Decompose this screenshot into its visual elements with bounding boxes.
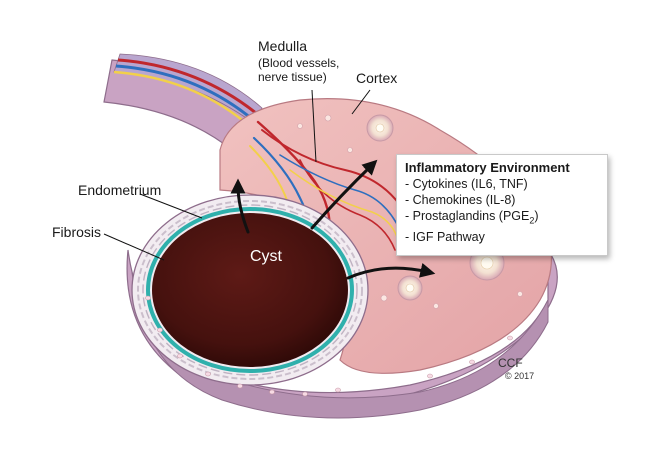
medulla-label: Medulla: [258, 38, 308, 54]
medulla-pointer: [311, 89, 317, 163]
ligament-nerve-yellow: [113, 70, 255, 131]
follicle: [366, 114, 394, 142]
follicle: [347, 147, 353, 153]
cytokines-item: - Cytokines (IL6, TNF): [405, 177, 528, 191]
ovarian-ligament: [103, 53, 263, 151]
follicle: [380, 294, 388, 302]
ligament-vessel-red: [117, 58, 263, 120]
credit-org: CCF: [498, 356, 523, 370]
endometrium-lining: [146, 207, 354, 373]
cyst-label: Cyst: [250, 248, 282, 265]
medulla-sublabel-line2: nerve tissue): [258, 70, 327, 84]
arrow-to-endometrium: [230, 178, 250, 234]
inflammatory-environment-box: Inflammatory Environment - Cytokines (IL…: [396, 154, 608, 256]
arrow-to-medulla: [310, 159, 378, 230]
follicle: [297, 123, 303, 129]
cyst: [131, 194, 369, 386]
ligament-vessel-blue: [115, 64, 259, 126]
arrow-to-cortex: [346, 262, 436, 280]
follicle: [397, 275, 423, 301]
fibrosis-label: Fibrosis: [52, 224, 102, 240]
medulla-sublabel-line1: (Blood vessels,: [258, 56, 340, 70]
igf-pathway-item: - IGF Pathway: [405, 229, 485, 244]
follicle: [517, 291, 523, 297]
endometrium-label: Endometrium: [78, 182, 162, 198]
inflammatory-environment-title: Inflammatory Environment: [405, 160, 570, 175]
rim-cells: [145, 295, 513, 397]
fibrosis-pointer: [103, 233, 165, 261]
cortex-label: Cortex: [356, 70, 398, 86]
follicle: [324, 114, 332, 122]
prostaglandins-item: - Prostaglandins (PGE2): [405, 209, 539, 226]
endometrium-pointer: [139, 193, 203, 219]
pointer-lines: [103, 89, 371, 261]
chemokines-item: - Chemokines (IL-8): [405, 193, 516, 207]
credit-year: © 2017: [505, 371, 535, 381]
follicle: [433, 303, 439, 309]
cortex-pointer: [351, 89, 371, 115]
arrows: [230, 159, 436, 280]
cyst-cavity: [152, 213, 348, 367]
